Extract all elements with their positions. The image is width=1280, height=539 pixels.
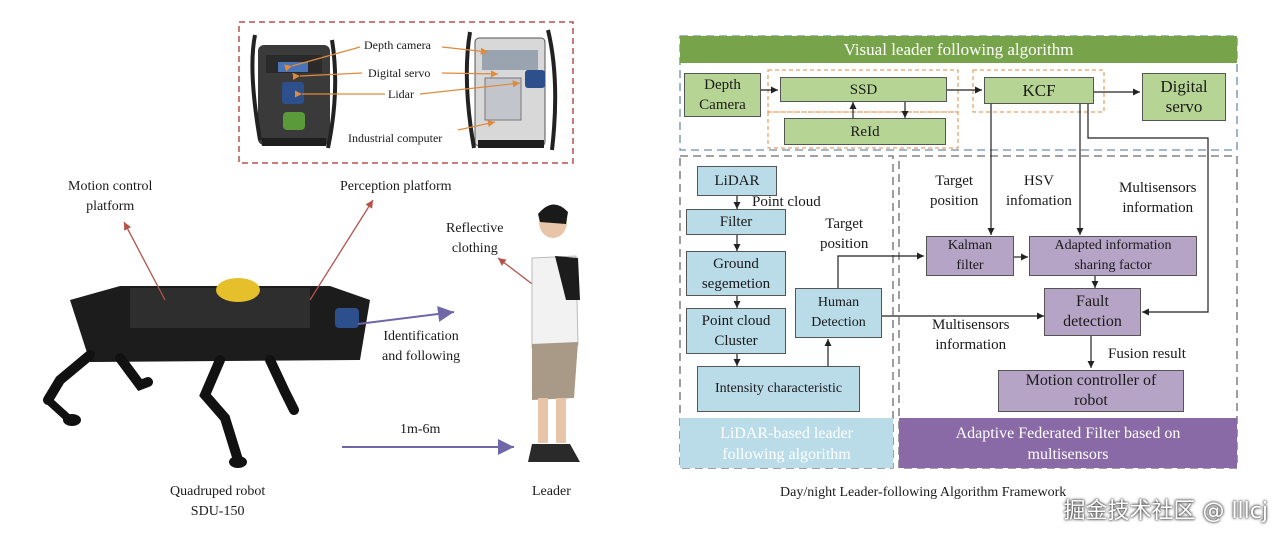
label-lidar: Lidar	[388, 87, 414, 101]
label-reflective-clothing: Reflective clothing	[446, 221, 504, 256]
box-depth-camera: Depth Camera	[684, 73, 761, 117]
label-perception-platform: Perception platform	[340, 179, 452, 194]
box-motion-controller: Motion controller of robot	[998, 370, 1184, 412]
label-target-position-lidar: Target position	[820, 216, 869, 252]
perception-device-right	[464, 29, 558, 151]
box-ground-segmentation: Ground segemetion	[686, 251, 786, 296]
label-distance: 1m-6m	[400, 422, 441, 437]
box-filter: Filter	[686, 209, 786, 235]
perception-device-left	[250, 34, 338, 149]
label-motion-control-platform: Motion control platform	[68, 179, 153, 214]
box-adapted-sharing-factor: Adapted information sharing factor	[1029, 236, 1197, 276]
label-identification: Identification and following	[382, 329, 461, 364]
caption-robot: Quadruped robot SDU-150	[170, 484, 266, 519]
watermark: 掘金技术社区 @ lllcj	[1063, 499, 1268, 524]
box-reid: ReId	[784, 118, 946, 145]
box-human-detection: Human Detection	[795, 288, 882, 338]
box-kcf: KCF	[984, 77, 1094, 104]
box-kalman-filter: Kalman filter	[926, 236, 1014, 276]
leader-person	[528, 204, 580, 462]
label-digital-servo: Digital servo	[368, 66, 431, 80]
box-fault-detection: Fault detection	[1044, 288, 1141, 336]
label-point-cloud: Point cloud	[752, 194, 821, 210]
box-ssd: SSD	[780, 77, 947, 102]
box-digital-servo: Digital servo	[1142, 73, 1226, 121]
label-fusion-result: Fusion result	[1108, 346, 1186, 362]
label-multisensors-top: Multisensors information	[1119, 180, 1197, 216]
perception-frame	[238, 21, 574, 164]
label-industrial-computer: Industrial computer	[348, 131, 443, 145]
box-intensity: Intensity characteristic	[697, 366, 860, 412]
visual-banner	[680, 36, 1237, 63]
lidar-banner: LiDAR-based leader following algorithm	[720, 425, 853, 463]
box-lidar: LiDAR	[697, 166, 777, 196]
label-target-position-kcf: Target position	[930, 173, 979, 209]
label-depth-camera: Depth camera	[364, 38, 431, 52]
label-multisensors-bottom: Multisensors information	[932, 317, 1010, 353]
lidar-banner-bg	[680, 418, 893, 468]
adaptive-banner-bg	[899, 418, 1237, 468]
visual-title: Visual leader following algorithm	[843, 40, 1074, 59]
caption-leader: Leader	[532, 484, 571, 499]
quadruped-robot	[43, 278, 370, 468]
box-point-cloud-cluster: Point cloud Cluster	[686, 308, 786, 354]
framework-caption: Day/night Leader-following Algorithm Fra…	[780, 485, 1067, 500]
adaptive-banner: Adaptive Federated Filter based on multi…	[955, 425, 1181, 463]
label-hsv: HSV infomation	[1006, 173, 1072, 209]
